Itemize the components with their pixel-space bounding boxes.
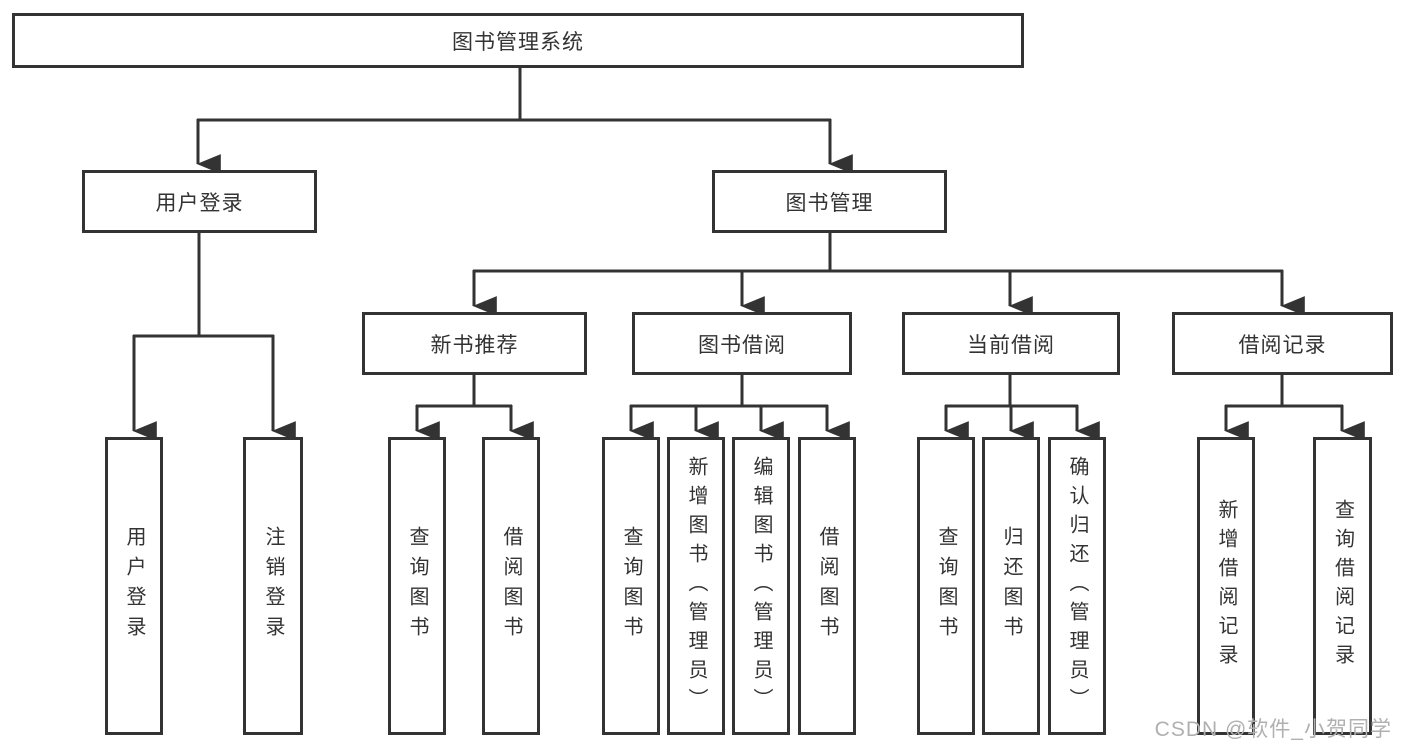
leaf-return-book: 归还图书 [982, 437, 1040, 735]
node-borrow-records: 借阅记录 [1172, 312, 1393, 375]
node-user-login: 用户登录 [82, 170, 317, 233]
leaf-query-borrow-record: 查询借阅记录 [1313, 437, 1372, 735]
node-new-book-recommend: 新书推荐 [362, 312, 587, 375]
leaf-query-books-recommend: 查询图书 [388, 437, 446, 735]
leaf-query-books-current: 查询图书 [917, 437, 975, 735]
node-book-borrow: 图书借阅 [632, 312, 852, 375]
leaf-logout: 注销登录 [243, 437, 303, 735]
leaf-user-login: 用户登录 [105, 437, 163, 735]
leaf-query-books-borrow: 查询图书 [602, 437, 660, 735]
node-current-borrow: 当前借阅 [902, 312, 1120, 375]
leaf-add-borrow-record: 新增借阅记录 [1197, 437, 1255, 735]
leaf-confirm-return-admin: 确认归还（管理员） [1048, 437, 1106, 735]
node-book-management: 图书管理 [712, 170, 947, 233]
leaf-borrow-books-recommend: 借阅图书 [482, 437, 540, 735]
leaf-add-book-admin: 新增图书（管理员） [667, 437, 725, 735]
leaf-edit-book-admin: 编辑图书（管理员） [732, 437, 790, 735]
csdn-watermark: CSDN @软件_小贺同学 [1154, 718, 1392, 741]
node-root-system: 图书管理系统 [12, 13, 1024, 68]
leaf-borrow-books: 借阅图书 [798, 437, 856, 735]
